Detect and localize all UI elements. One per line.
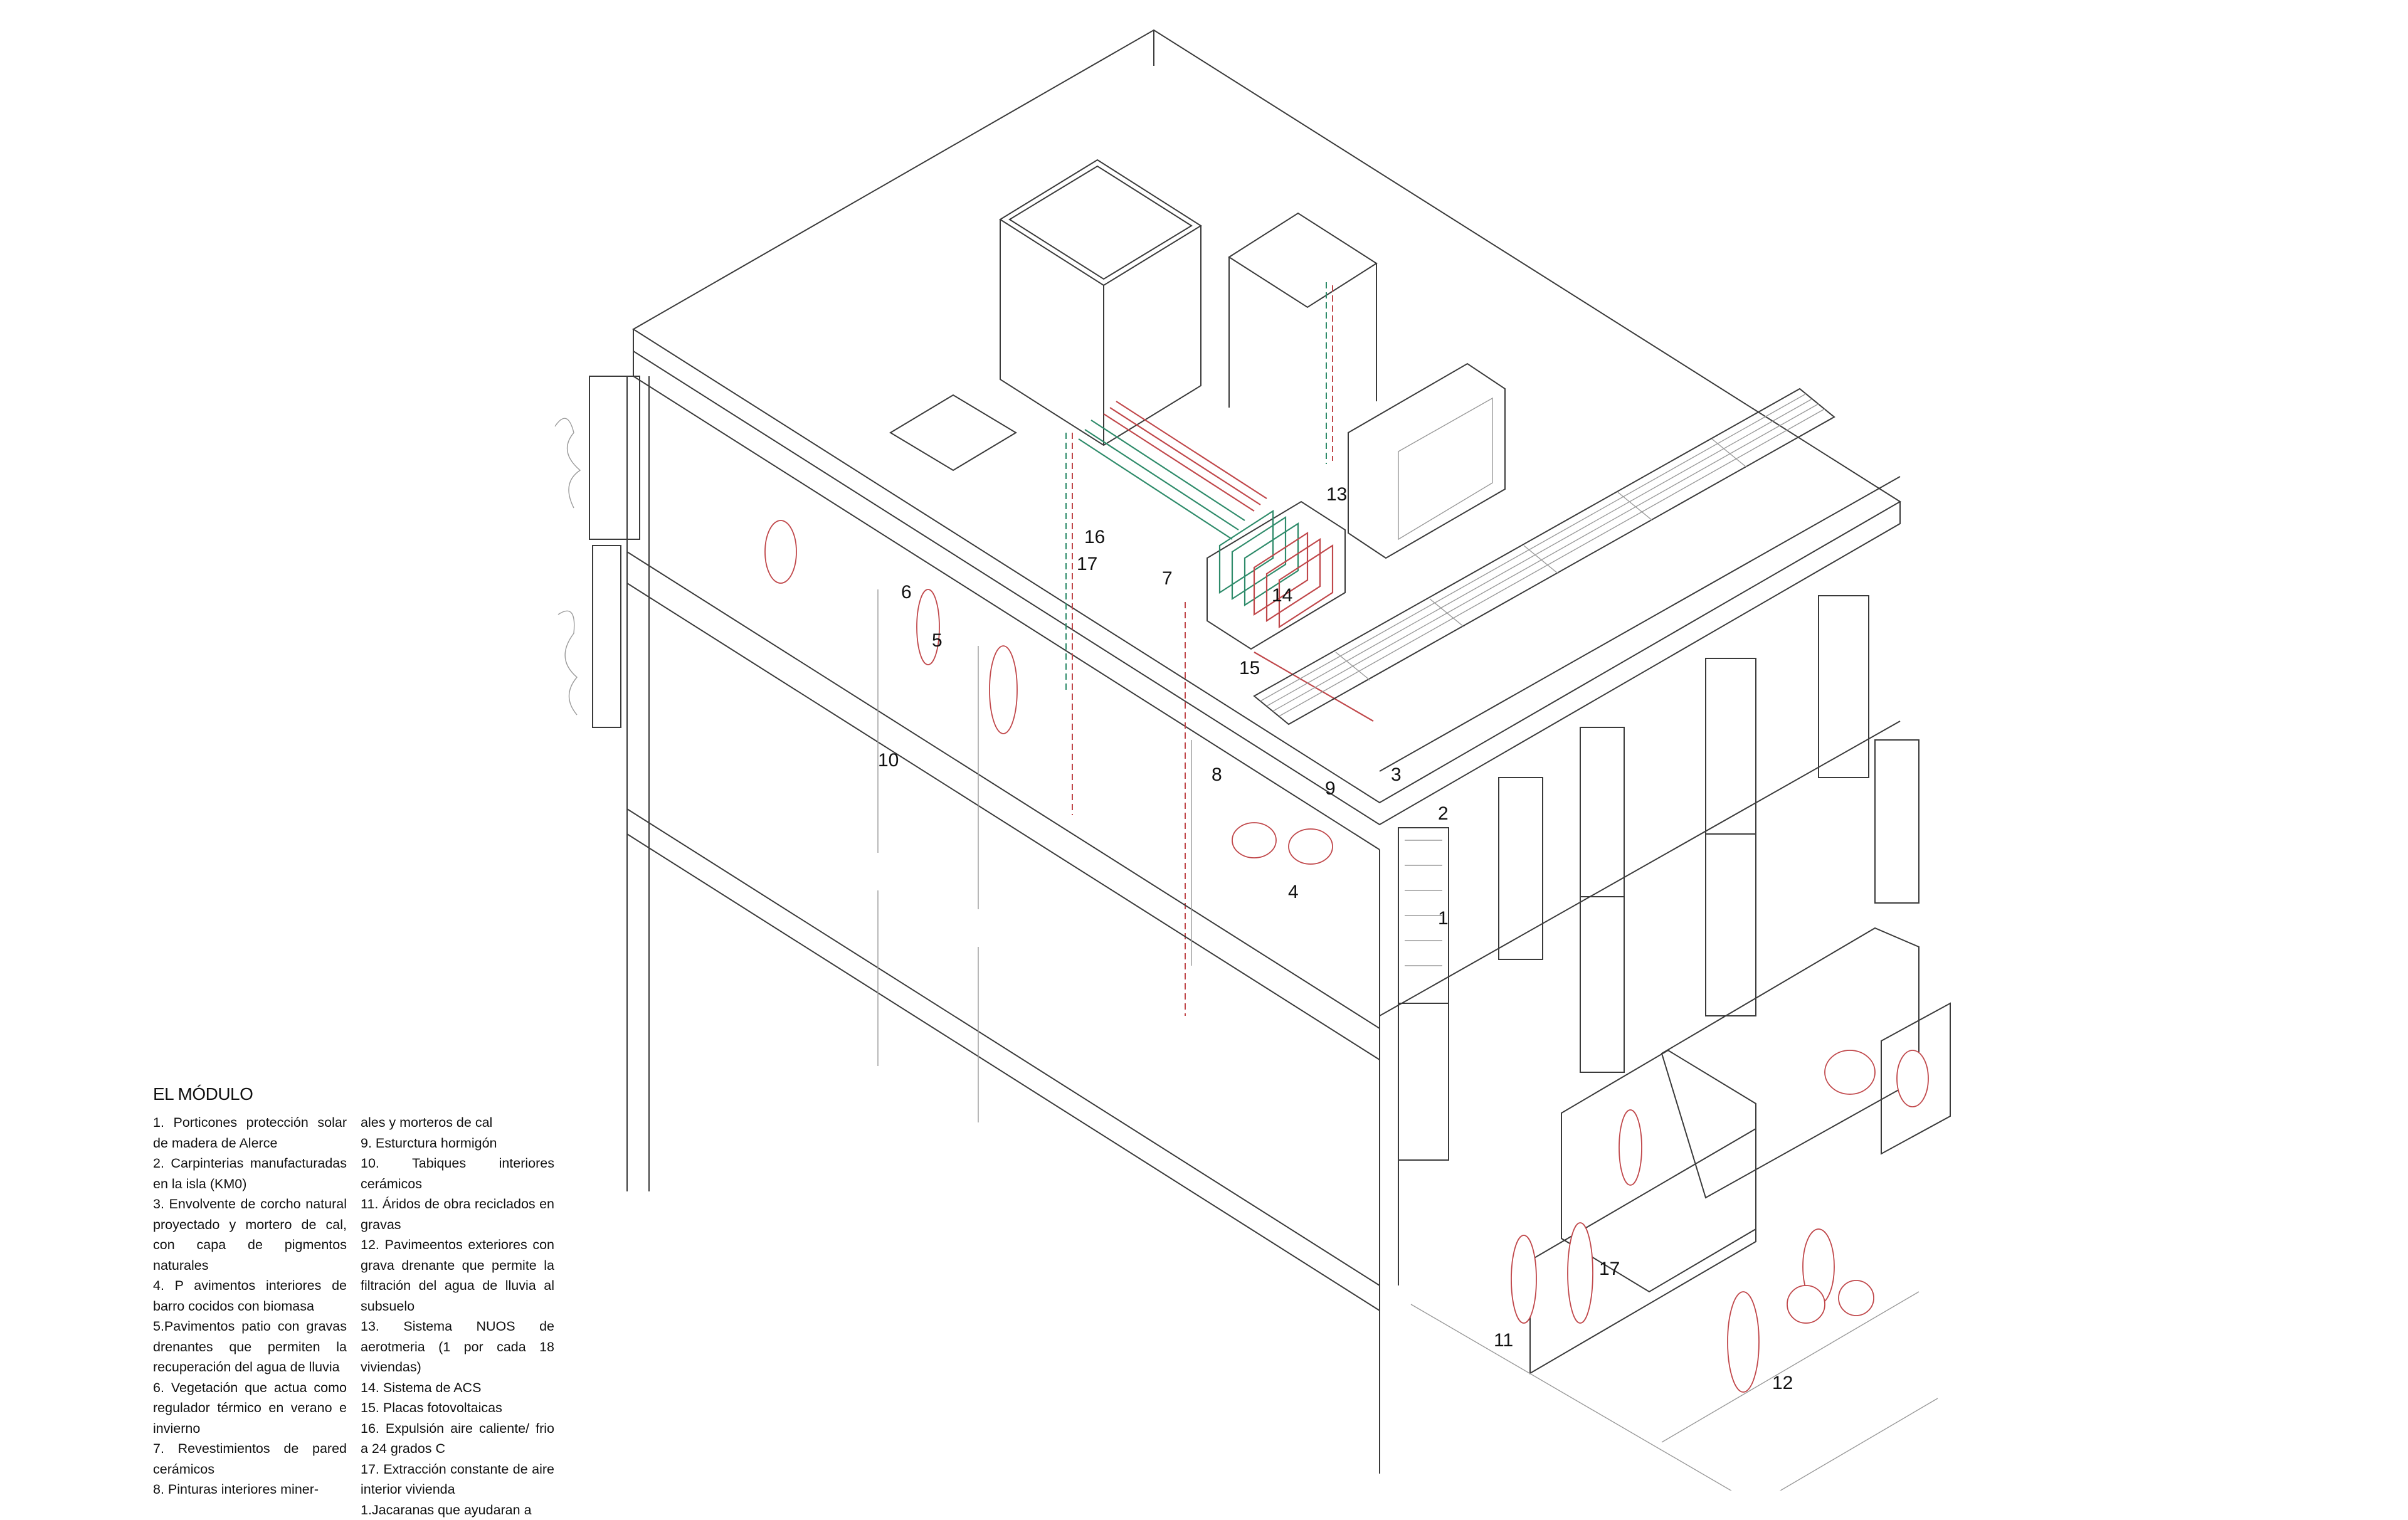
callout-17: 17	[1077, 555, 1097, 574]
hot-pipes	[1072, 285, 1373, 1016]
legend-item: 16. Expulsión aire caliente/ frio a 24 g…	[361, 1418, 554, 1459]
legend: EL MÓDULO 1. Porticones protección solar…	[153, 1084, 554, 1520]
callout-7: 7	[1162, 569, 1173, 588]
rooftop-volumes	[890, 160, 1505, 558]
legend-item: 5.Pavimentos patio con gravas drenantes …	[153, 1316, 347, 1378]
legend-item: 1. Porticones protección solar de madera…	[153, 1112, 347, 1153]
legend-item: 6. Vegetación que actua como regulador t…	[153, 1378, 347, 1439]
acs-system	[1066, 282, 1373, 1016]
callout-6: 6	[901, 583, 912, 602]
legend-item: 1.Jacaranas que ayudaran a	[361, 1500, 554, 1520]
callout-17-courtyard: 17	[1599, 1260, 1620, 1279]
legend-item: 4. P avimentos interiores de barro cocid…	[153, 1275, 347, 1316]
legend-item: 13. Sistema NUOS de aerotmeria (1 por ca…	[361, 1316, 554, 1378]
legend-item: 7. Revestimientos de pared cerámicos	[153, 1438, 347, 1479]
legend-column-1: 1. Porticones protección solar de madera…	[153, 1112, 347, 1520]
callout-3: 3	[1391, 766, 1402, 784]
legend-item: 2. Carpinterias manufacturadas en la isl…	[153, 1153, 347, 1194]
legend-title: EL MÓDULO	[153, 1084, 554, 1105]
legend-item: 3. Envolvente de corcho natural proyecta…	[153, 1194, 347, 1275]
callout-4: 4	[1288, 883, 1299, 902]
solar-panels	[1254, 389, 1834, 724]
callout-16: 16	[1084, 528, 1105, 547]
callout-14: 14	[1272, 586, 1292, 605]
callout-5: 5	[932, 631, 943, 650]
legend-item: 11. Áridos de obra reciclados en gravas	[361, 1194, 554, 1235]
callout-15: 15	[1239, 659, 1260, 678]
callout-2: 2	[1438, 805, 1449, 823]
callout-13: 13	[1326, 485, 1347, 504]
legend-item: 10. Tabiques interiores cerámicos	[361, 1153, 554, 1194]
courtyard	[1411, 928, 1950, 1491]
legend-item: 8. Pinturas interiores miner-	[153, 1479, 347, 1500]
callout-8: 8	[1212, 766, 1222, 784]
legend-item: 14. Sistema de ACS	[361, 1378, 554, 1398]
legend-item: 9. Esturctura hormigón	[361, 1133, 554, 1154]
floor-slabs	[627, 376, 1398, 1474]
callout-12: 12	[1772, 1374, 1793, 1393]
callout-1: 1	[1438, 909, 1449, 928]
callout-9: 9	[1325, 779, 1336, 798]
legend-column-2: ales y morteros de cal 9. Esturctura hor…	[361, 1112, 554, 1520]
legend-item: 15. Placas fotovoltaicas	[361, 1398, 554, 1418]
callout-11: 11	[1494, 1331, 1513, 1350]
human-figures	[765, 520, 1928, 1392]
callout-10: 10	[878, 751, 899, 770]
legend-item: ales y morteros de cal	[361, 1112, 554, 1133]
legend-item: 12. Pavimeentos exteriores con grava dre…	[361, 1235, 554, 1316]
legend-item: 17. Extracción constante de aire interio…	[361, 1459, 554, 1500]
